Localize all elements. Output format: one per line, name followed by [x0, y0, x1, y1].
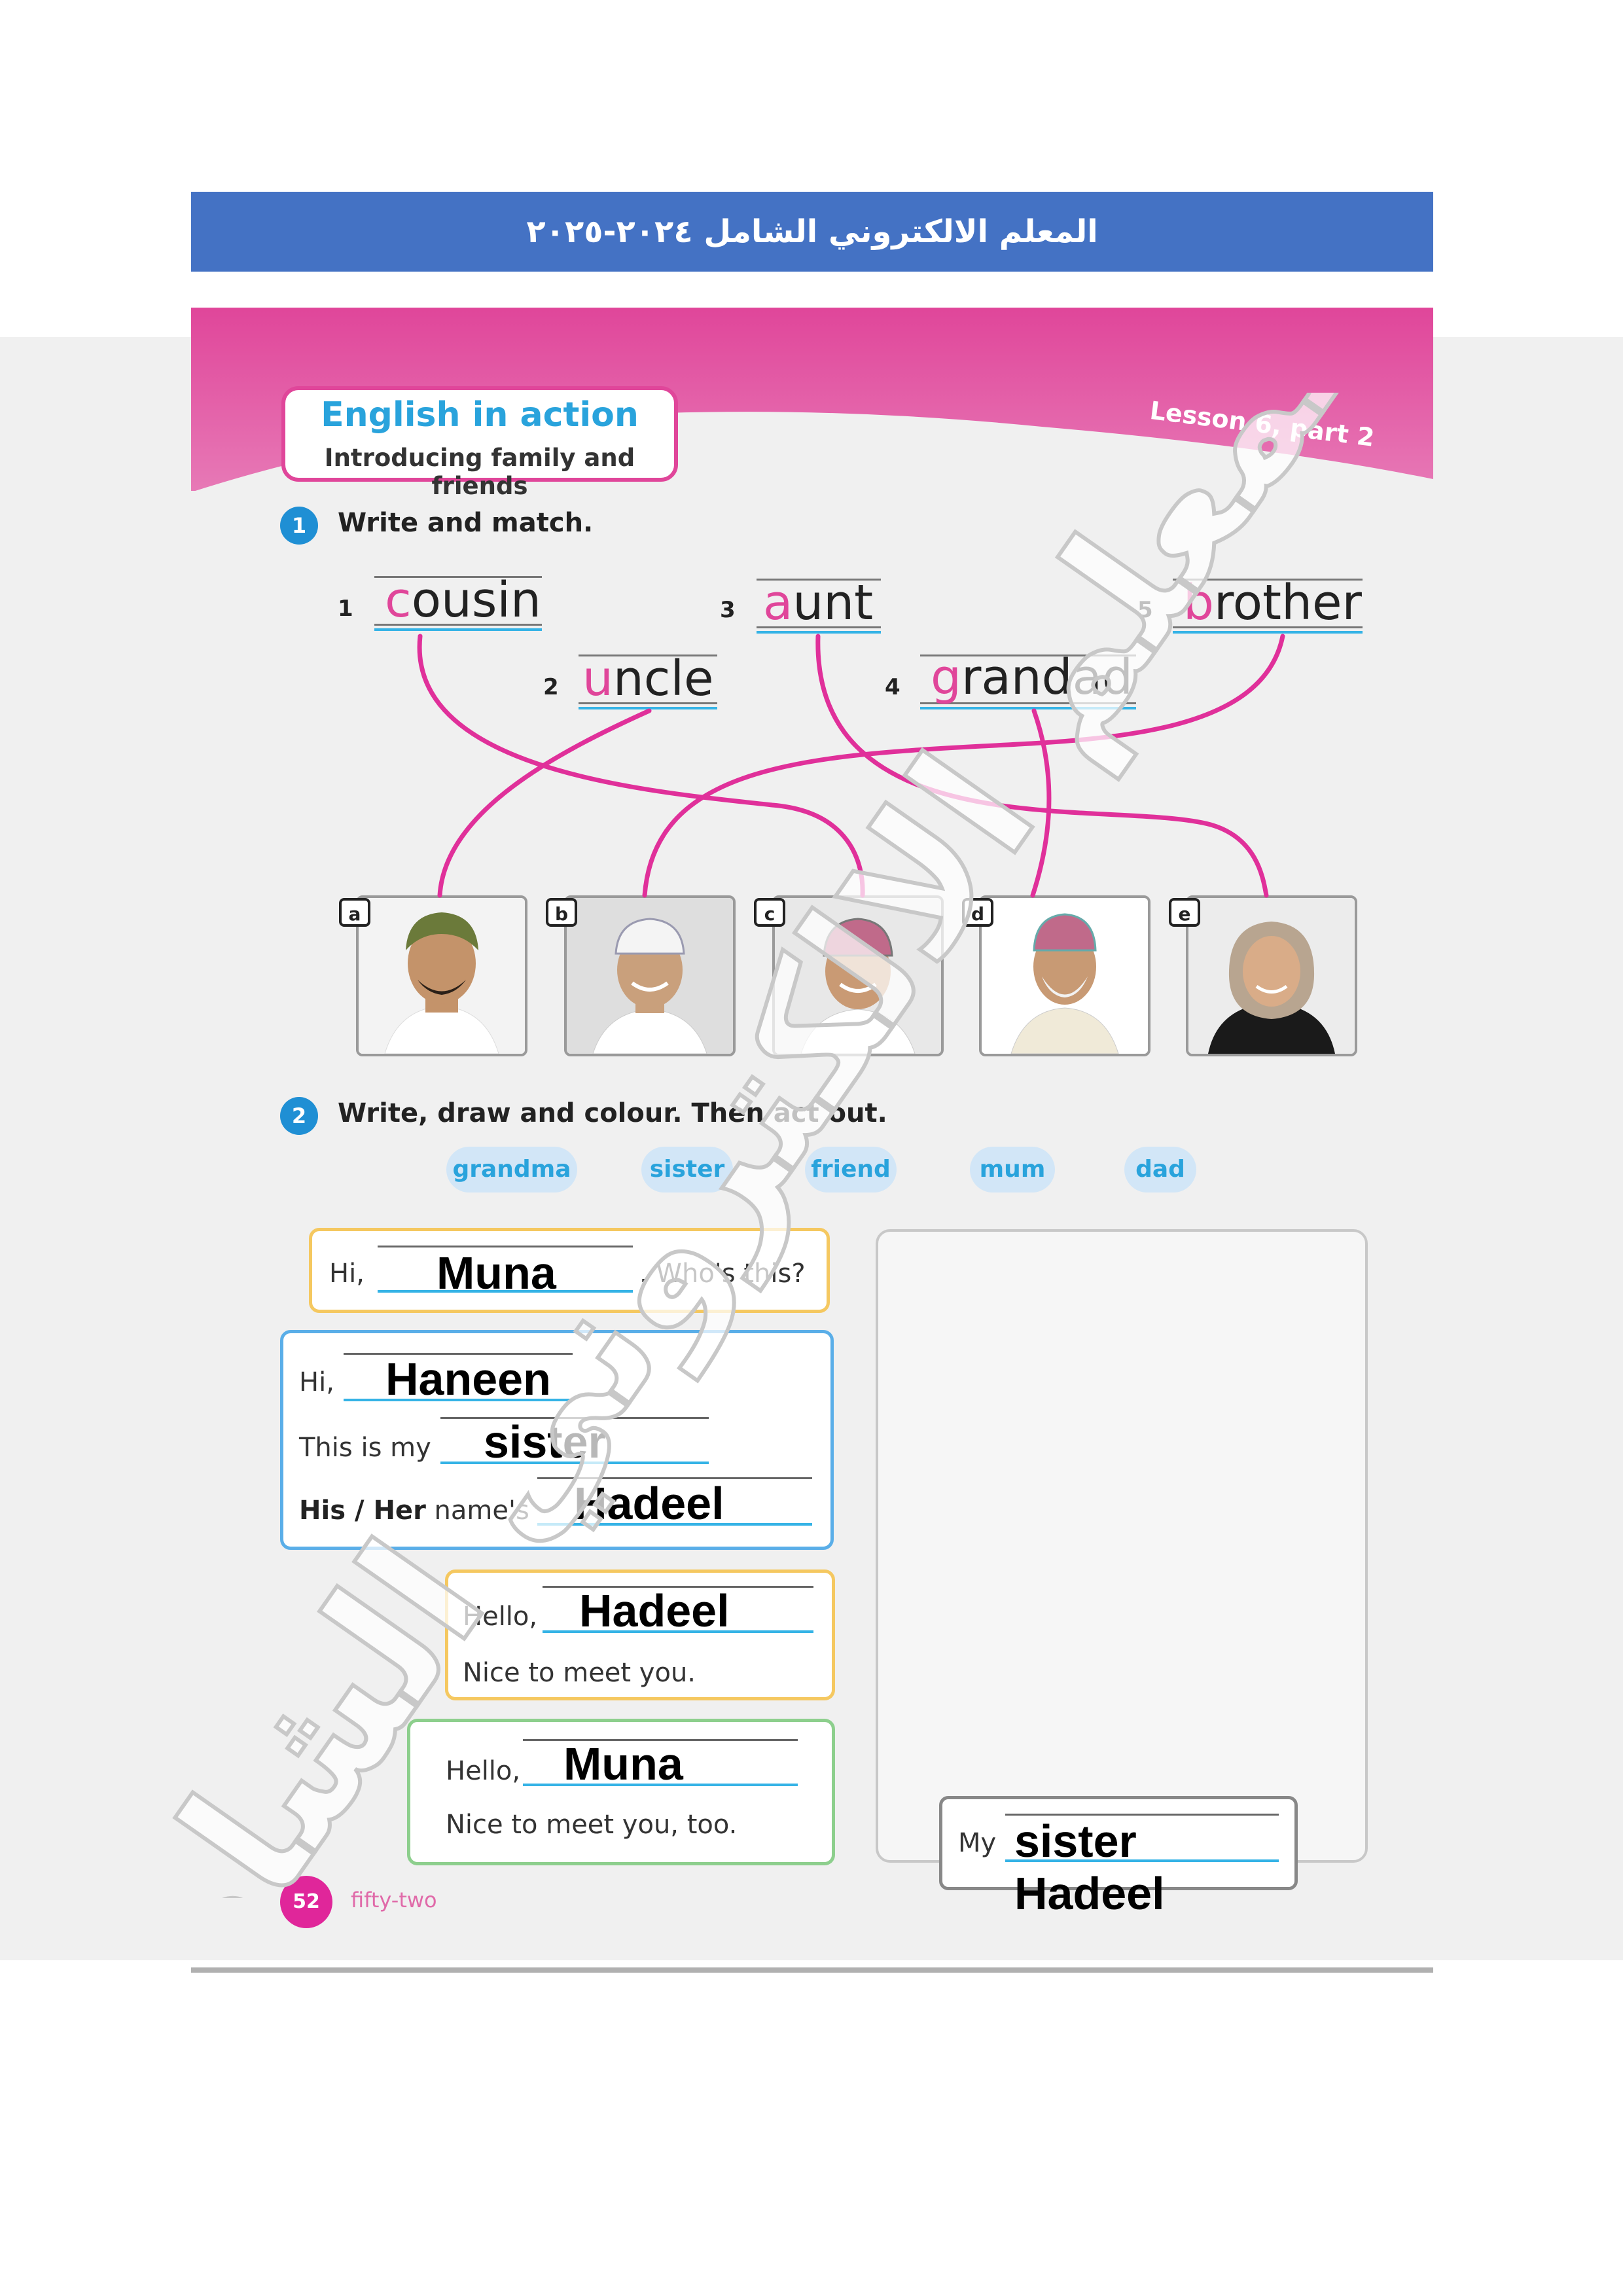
item-1-word: cousin: [385, 572, 541, 628]
item-4-baseline: [920, 707, 1136, 709]
photo-b: [564, 895, 736, 1056]
bubble-1-guide-top: [378, 1246, 633, 1247]
bubble-2-answer-sibling-name: Hadeel: [574, 1478, 724, 1529]
item-3-guide-lines: [757, 579, 881, 628]
page-subtitle: Introducing family and friends: [324, 444, 635, 500]
word-chip-sister: sister: [641, 1147, 733, 1193]
caption-baseline: [1005, 1859, 1279, 1862]
bubble-4-baseline: [523, 1784, 798, 1786]
bubble-2-greeting: Hi,: [299, 1367, 334, 1397]
speech-bubble-1: Hi, Muna . Who's this?: [309, 1228, 830, 1313]
bubble-3-guide: [543, 1586, 813, 1588]
bubble-2-answer-name: Haneen: [385, 1354, 551, 1405]
photo-b-label: b: [546, 898, 577, 927]
item-3-baseline: [757, 631, 881, 634]
photo-d-label: d: [962, 898, 993, 927]
bubble-1-baseline: [378, 1290, 633, 1293]
banner-text: المعلم الالكتروني الشامل ٢٠٢٤-٢٠٢٥: [526, 213, 1098, 250]
grandfather-portrait-d: [982, 898, 1148, 1054]
bubble-1-greeting: Hi,: [329, 1259, 365, 1289]
exercise-2-instruction: Write, draw and colour. Then act out.: [338, 1098, 887, 1128]
boy-portrait-c: [775, 898, 941, 1054]
photo-a: [356, 895, 527, 1056]
caption-my: My: [958, 1828, 997, 1858]
item-5-number: 5: [1137, 597, 1153, 623]
item-4-number: 4: [885, 674, 901, 700]
item-2-number: 2: [543, 674, 559, 700]
item-1-number: 1: [338, 596, 353, 622]
bubble-3-line-2: Nice to meet you.: [463, 1658, 696, 1688]
bubble-2-his-her: His / Her name's: [299, 1496, 529, 1526]
item-5-baseline: [1173, 631, 1363, 634]
photo-a-label: a: [339, 898, 370, 927]
exercise-1-instruction: Write and match.: [338, 508, 594, 538]
bubble-2-guide-2: [440, 1417, 709, 1419]
page-number-words: fifty-two: [351, 1888, 437, 1912]
drawing-caption-box: My sister Hadeel: [939, 1796, 1298, 1919]
item-4-word: grandad: [931, 649, 1133, 706]
bubble-2-guide-3: [537, 1477, 812, 1479]
item-3-number: 3: [720, 597, 736, 623]
item-1-baseline: [374, 628, 542, 631]
item-2-word: uncle: [582, 651, 714, 707]
bubble-3-greeting: Hello,: [463, 1602, 538, 1632]
bubble-3-baseline: [543, 1630, 813, 1633]
drawing-area[interactable]: [876, 1229, 1368, 1863]
bubble-1-question: . Who's this?: [639, 1259, 806, 1289]
photo-c: [772, 895, 944, 1056]
photo-c-label: c: [754, 898, 785, 927]
bottom-divider: [191, 1967, 1433, 1973]
speech-bubble-3: Hello, Hadeel Nice to meet you.: [445, 1570, 835, 1700]
exercise-1-number: 1: [280, 507, 318, 545]
caption-guide: [1005, 1814, 1279, 1816]
bubble-2-answer-relation: sister: [484, 1416, 606, 1467]
item-2-baseline: [579, 707, 717, 709]
bubble-4-answer: Muna: [563, 1738, 683, 1789]
bubble-2-baseline-3: [537, 1523, 812, 1526]
photo-e-label: e: [1169, 898, 1200, 927]
word-chip-friend: friend: [805, 1147, 897, 1193]
bubble-2-baseline-1: [344, 1399, 573, 1401]
woman-portrait-e: [1188, 898, 1355, 1054]
site-banner: المعلم الالكتروني الشامل ٢٠٢٤-٢٠٢٥: [191, 192, 1433, 272]
bubble-4-guide: [523, 1739, 798, 1741]
man-portrait-a: [359, 898, 525, 1054]
item-5-guide-lines: [1173, 579, 1363, 628]
speech-bubble-4: Hello, Muna Nice to meet you, too.: [407, 1719, 835, 1865]
photo-e: [1186, 895, 1357, 1056]
item-3-word: aunt: [763, 575, 874, 631]
photo-d: [979, 895, 1150, 1056]
bubble-2-guide-1: [344, 1353, 573, 1355]
exercise-2-number: 2: [280, 1097, 318, 1135]
page-title: English in action: [321, 395, 639, 435]
bubble-3-answer: Hadeel: [579, 1585, 730, 1636]
word-chip-mum: mum: [970, 1147, 1055, 1193]
bubble-2-baseline-2: [440, 1462, 709, 1464]
word-chip-dad: dad: [1124, 1147, 1196, 1193]
bubble-2-this-is: This is my: [299, 1433, 431, 1463]
boy-portrait-b: [567, 898, 733, 1054]
title-box: English in action Introducing family and…: [281, 386, 678, 500]
caption-answer: sister Hadeel: [1014, 1816, 1165, 1919]
item-1-guide-lines: [374, 576, 542, 626]
bubble-4-line-2: Nice to meet you, too.: [446, 1810, 738, 1840]
page-number-badge: 52: [280, 1876, 332, 1928]
speech-bubble-2: Hi, Haneen This is my sister His / Her n…: [280, 1330, 834, 1550]
bubble-4-greeting: Hello,: [446, 1756, 521, 1786]
item-5-word: brother: [1183, 575, 1362, 631]
word-chip-grandma: grandma: [446, 1147, 577, 1193]
